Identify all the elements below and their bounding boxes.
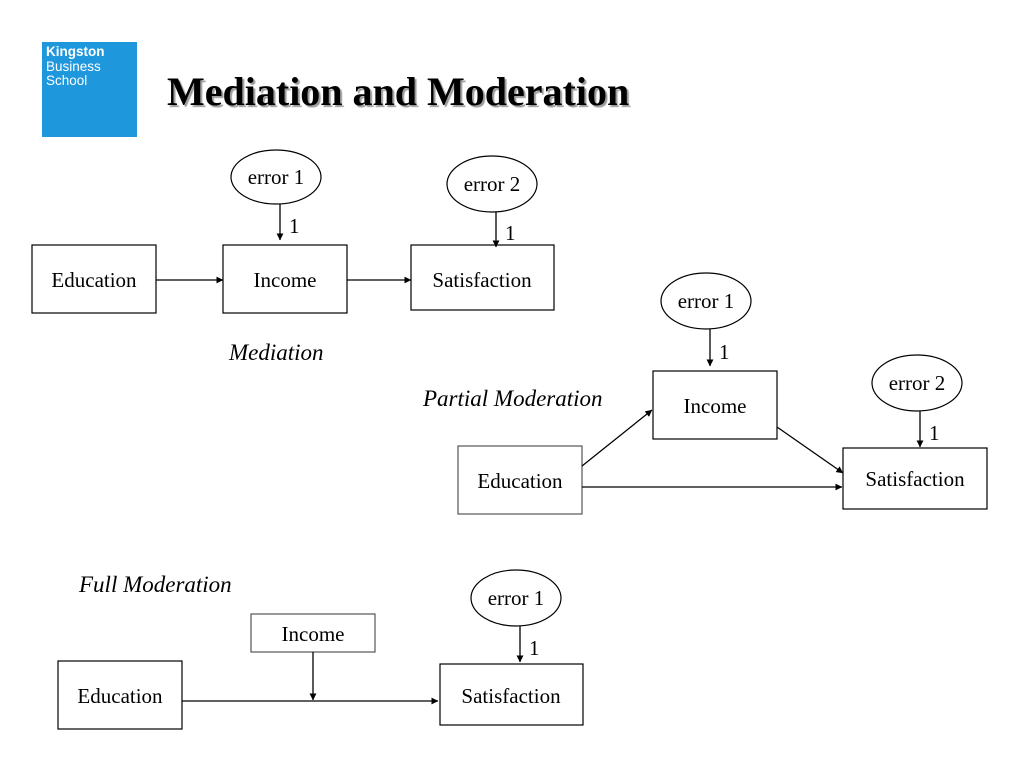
- mediation-satisfaction-label: Satisfaction: [432, 268, 532, 292]
- full-error-1-ellipse: [470, 569, 562, 627]
- partial-error-1-label: error 1: [678, 289, 735, 313]
- mediation-error-2-label: error 2: [464, 172, 521, 196]
- partial-weight-1: 1: [719, 340, 730, 364]
- logo-line-2: Business: [46, 58, 101, 74]
- partial-error-2-label: error 2: [889, 371, 946, 395]
- full-satisfaction-box: [439, 663, 584, 726]
- mediation-diagram: Education Income Satisfaction error 1 er…: [31, 149, 555, 365]
- kingston-business-school-logo: Kingston Business School: [42, 42, 137, 137]
- partial-income-label: Income: [684, 394, 747, 418]
- logo-line-3: School: [46, 73, 88, 88]
- mediation-caption: Mediation: [228, 340, 324, 365]
- full-satisfaction-label: Satisfaction: [461, 684, 561, 708]
- mediation-weight-1: 1: [289, 214, 300, 238]
- partial-weight-2: 1: [929, 421, 940, 445]
- partial-satisfaction-label: Satisfaction: [865, 467, 965, 491]
- partial-edge-income-satisfaction: [776, 426, 844, 474]
- mediation-income-box: [222, 244, 348, 314]
- full-income-box: [250, 613, 376, 653]
- mediation-error-1-label: error 1: [248, 165, 305, 189]
- mediation-education-label: Education: [51, 268, 137, 292]
- partial-edge-education-income: [581, 409, 653, 467]
- partial-error-2-ellipse: [871, 354, 963, 412]
- partial-income-box: [652, 370, 778, 440]
- full-income-label: Income: [282, 622, 345, 646]
- partial-education-box: [457, 445, 583, 515]
- full-education-label: Education: [77, 684, 163, 708]
- partial-moderation-caption: Partial Moderation: [422, 386, 603, 411]
- full-error-1-label: error 1: [488, 586, 545, 610]
- full-moderation-diagram: Full Moderation error 1 Income Education…: [57, 569, 584, 730]
- partial-moderation-diagram: Partial Moderation error 1 error 2 Incom…: [422, 272, 988, 515]
- mediation-education-box: [31, 244, 157, 314]
- partial-satisfaction-box: [842, 447, 988, 510]
- mediation-error-2-ellipse: [446, 155, 538, 213]
- partial-education-label: Education: [477, 469, 563, 493]
- partial-error-1-ellipse: [660, 272, 752, 330]
- slide-title: Mediation and Moderation: [167, 69, 630, 114]
- mediation-error-1-ellipse: [230, 149, 322, 205]
- mediation-weight-2: 1: [505, 221, 516, 245]
- full-education-box: [57, 660, 183, 730]
- full-weight-1: 1: [529, 636, 540, 660]
- full-moderation-caption: Full Moderation: [78, 572, 232, 597]
- mediation-income-label: Income: [254, 268, 317, 292]
- logo-line-1: Kingston: [46, 44, 105, 59]
